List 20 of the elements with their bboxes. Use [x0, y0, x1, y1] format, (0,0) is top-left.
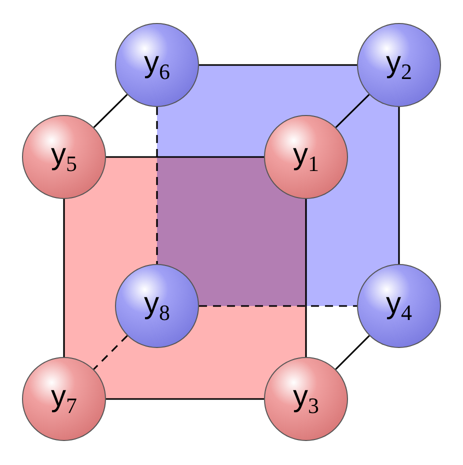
node-label: y$_{2}$: [386, 48, 412, 82]
edge-line: [63, 199, 65, 357]
dashed-line: [156, 107, 158, 264]
edge-line: [335, 335, 370, 370]
node-label: y$_{7}$: [51, 382, 77, 416]
node-label: y$_{1}$: [293, 140, 319, 174]
edge-line: [398, 107, 400, 264]
edge-line: [106, 156, 264, 158]
dashed-line: [199, 305, 357, 307]
node-label: y$_{3}$: [293, 382, 319, 416]
edge-line: [93, 94, 128, 128]
node-label: y$_{8}$: [144, 288, 170, 324]
dashed-line: [93, 335, 128, 370]
edge-line: [305, 199, 307, 357]
node-label: y$_{4}$: [386, 288, 412, 324]
edge-line: [199, 64, 357, 66]
edge-line: [106, 398, 264, 400]
edge-line: [335, 94, 370, 128]
node-label: y$_{5}$: [51, 140, 77, 174]
node-label: y$_{6}$: [144, 48, 170, 82]
